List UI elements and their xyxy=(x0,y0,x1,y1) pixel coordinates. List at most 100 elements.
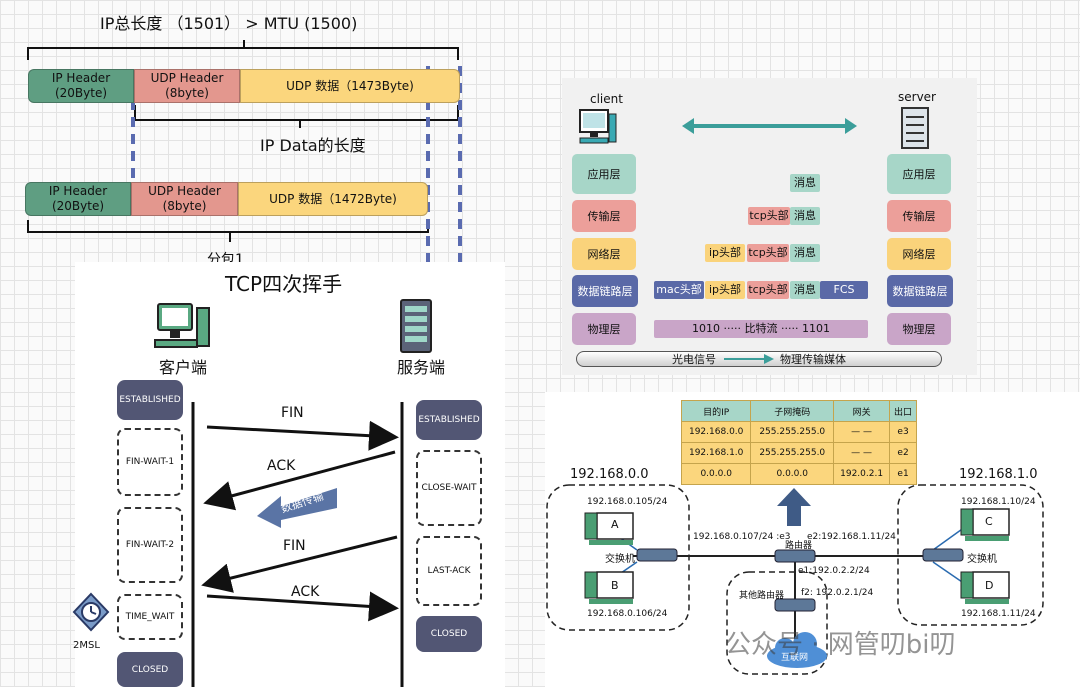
left-transport-layer: 传输层 xyxy=(572,200,636,232)
watermark: 公众号 · 网管叨bi叨 xyxy=(725,630,956,660)
server-label: 服务端 xyxy=(397,358,446,377)
packet-split-lines xyxy=(27,40,462,262)
mtu-title: IP总长度 （1501） > MTU (1500) xyxy=(100,14,358,33)
routing-row: 192.168.1.0 255.255.255.0 — — e2 xyxy=(680,442,917,464)
host-b-ip: 192.168.0.106/24 xyxy=(587,609,668,619)
left-switch-label: 交换机 xyxy=(605,554,635,565)
host-d-ip: 192.168.1.11/24 xyxy=(961,609,1036,619)
client-computer-icon xyxy=(154,303,210,348)
host-a-name: A xyxy=(611,518,619,531)
timer-clock-icon xyxy=(72,592,110,632)
row1-udp-header: UDP Header (8byte) xyxy=(134,69,240,103)
server-rack-icon xyxy=(400,299,432,353)
tcp-sequence-lines xyxy=(191,402,404,687)
other-router-f2-label: f2: 192.0.2.1/24 xyxy=(801,588,874,598)
left-link-layer: 数据链路层 xyxy=(572,275,638,307)
link-mac-chip: mac头部 xyxy=(654,281,704,299)
host-a-computer-icon xyxy=(584,512,634,545)
tcp-panel: TCP四次挥手 客户端 服务端 数据传输 FIN ACK FIN xyxy=(75,262,505,687)
row1-ip-header-size: (20Byte) xyxy=(54,86,108,100)
row1-ip-header: IP Header (20Byte) xyxy=(28,69,134,103)
physical-bits-chip: 1010 ····· 比特流 ····· 1101 xyxy=(654,320,868,338)
host-b-computer-icon xyxy=(584,571,634,604)
osi-server-label: server xyxy=(898,90,936,104)
router-label: 路由器 xyxy=(785,541,813,551)
row1-udp-data: UDP 数据（1473Byte) xyxy=(240,69,460,103)
row2-ip-header: IP Header (20Byte) xyxy=(25,182,131,216)
client-state-time-wait: TIME_WAIT xyxy=(117,594,183,640)
row2-udp-header: UDP Header (8byte) xyxy=(131,182,238,216)
client-state-fin-wait-2: FIN-WAIT-2 xyxy=(117,507,183,583)
host-d-computer-icon xyxy=(960,571,1010,604)
row2-udp-data: UDP 数据（1472Byte) xyxy=(238,182,428,216)
client-label: 客户端 xyxy=(159,358,208,377)
client-state-established: ESTABLISHED xyxy=(117,380,183,420)
network-msg-chip: 消息 xyxy=(790,244,820,262)
routing-table: 目的IP 子网掩码 网关 出口 192.168.0.0 255.255.255.… xyxy=(680,400,917,485)
client-state-fin-wait-1: FIN-WAIT-1 xyxy=(117,428,183,496)
host-d-name: D xyxy=(985,579,994,592)
media-right-label: 物理传输媒体 xyxy=(780,353,846,366)
internet-label: 互联网 xyxy=(781,653,809,663)
server-state-close-wait: CLOSE-WAIT xyxy=(416,450,482,526)
right-subnet-label: 192.168.1.0 xyxy=(959,467,1038,482)
routing-row: 0.0.0.0 0.0.0.0 192.0.2.1 e1 xyxy=(680,463,917,485)
osi-panel: client server 应用层 传输层 网络层 数据链路层 物理层 应用层 … xyxy=(562,78,977,375)
right-app-layer: 应用层 xyxy=(887,154,951,194)
row2-ip-header-size: (20Byte) xyxy=(51,199,105,213)
right-network-layer: 网络层 xyxy=(887,238,951,270)
osi-server-icon xyxy=(901,107,929,149)
row1-udp-header-size: (8byte) xyxy=(165,86,209,100)
transport-msg-chip: 消息 xyxy=(790,207,820,225)
link-msg-chip: 消息 xyxy=(790,281,820,299)
tcp-title: TCP四次挥手 xyxy=(225,272,343,296)
right-link-layer: 数据链路层 xyxy=(887,275,953,307)
host-a-ip: 192.168.0.105/24 xyxy=(587,497,668,507)
router-e2-label: e2:192.168.1.11/24 xyxy=(807,532,896,542)
media-left-label: 光电信号 xyxy=(672,353,716,366)
link-tcp-chip: tcp头部 xyxy=(747,281,789,299)
osi-double-arrow xyxy=(682,118,857,134)
host-c-ip: 192.168.1.10/24 xyxy=(961,497,1036,507)
row1-udp-header-label: UDP Header xyxy=(150,71,224,85)
ack2-label: ACK xyxy=(291,584,320,600)
osi-client-computer-icon xyxy=(579,109,617,144)
network-ip-chip: ip头部 xyxy=(705,244,745,262)
server-state-last-ack: LAST-ACK xyxy=(416,536,482,606)
right-switch-label: 交换机 xyxy=(967,554,997,565)
fin2-label: FIN xyxy=(283,538,306,554)
routing-panel: 目的IP 子网掩码 网关 出口 192.168.0.0 255.255.255.… xyxy=(545,392,1080,687)
host-b-name: B xyxy=(611,579,619,592)
client-state-closed: CLOSED xyxy=(117,652,183,687)
left-network-layer: 网络层 xyxy=(572,238,636,270)
right-transport-layer: 传输层 xyxy=(887,200,951,232)
server-state-established: ESTABLISHED xyxy=(416,400,482,440)
left-physical-layer: 物理层 xyxy=(572,313,636,345)
left-subnet-label: 192.168.0.0 xyxy=(570,467,649,482)
row1-ip-header-label: IP Header xyxy=(51,71,111,85)
msl-label: 2MSL xyxy=(73,640,100,651)
host-c-computer-icon xyxy=(960,508,1010,541)
row2-udp-header-size: (8byte) xyxy=(162,199,207,213)
routing-table-header: 目的IP 子网掩码 网关 出口 xyxy=(680,400,917,422)
row2-ip-header-label: IP Header xyxy=(48,184,108,198)
host-c-name: C xyxy=(985,515,993,528)
transport-tcp-chip: tcp头部 xyxy=(748,207,790,225)
media-arrow-icon xyxy=(724,354,774,364)
link-ip-chip: ip头部 xyxy=(705,281,745,299)
network-tcp-chip: tcp头部 xyxy=(747,244,789,262)
router-e1-label: e1:192.0.2.2/24 xyxy=(798,566,870,576)
left-app-layer: 应用层 xyxy=(572,154,636,194)
server-state-closed: CLOSED xyxy=(416,616,482,652)
fin1-label: FIN xyxy=(281,405,304,421)
app-msg-chip: 消息 xyxy=(790,174,820,192)
ack1-label: ACK xyxy=(267,458,296,474)
osi-client-label: client xyxy=(590,92,623,106)
network-topology xyxy=(546,484,1044,675)
other-router-label: 其他路由器 xyxy=(739,591,785,601)
right-physical-layer: 物理层 xyxy=(887,313,951,345)
ip-data-label: IP Data的长度 xyxy=(260,136,366,155)
router-e3-label: 192.168.0.107/24 :e3 xyxy=(693,532,791,542)
link-fcs-chip: FCS xyxy=(820,281,868,299)
row2-udp-header-label: UDP Header xyxy=(148,184,221,198)
